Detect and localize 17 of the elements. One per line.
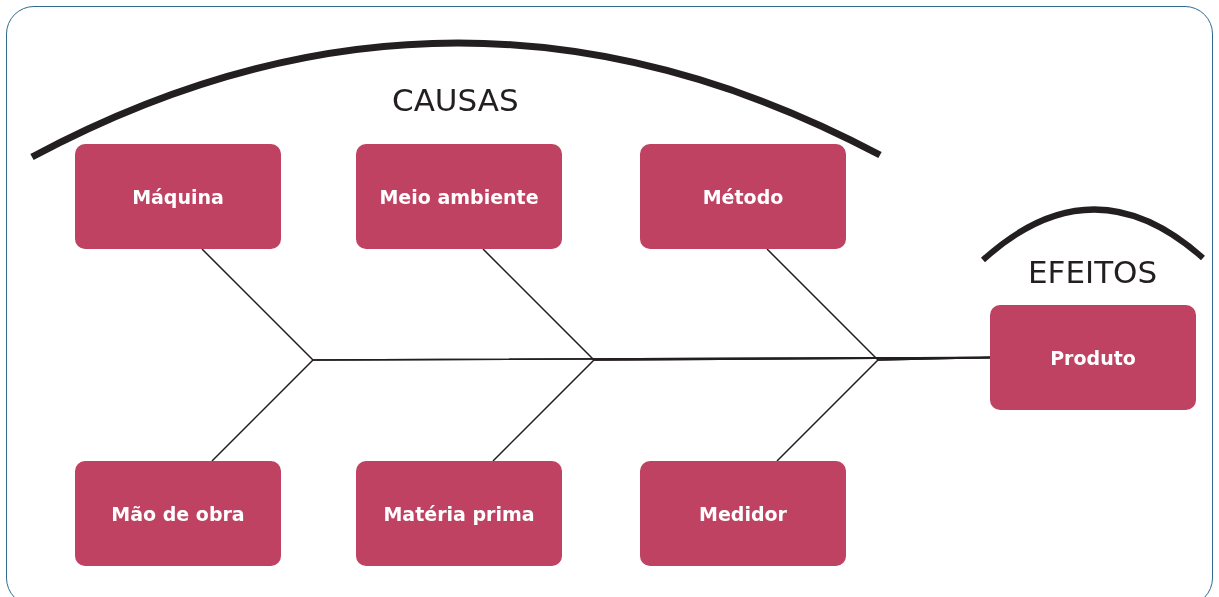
box-label: Meio ambiente — [379, 185, 539, 208]
box-label: Método — [702, 185, 784, 208]
box-label: Produto — [1050, 346, 1136, 369]
box-label: Matéria prima — [383, 502, 535, 525]
cause-box — [75, 144, 281, 249]
cause-box — [640, 144, 846, 249]
box-label: Medidor — [699, 502, 787, 525]
box-label: Mão de obra — [111, 502, 245, 525]
heading: EFEITOS — [1028, 254, 1158, 290]
effect-box — [990, 305, 1196, 410]
cause-box — [640, 461, 846, 566]
cause-box — [356, 144, 562, 249]
box-label: Máquina — [132, 185, 224, 208]
cause-box — [75, 461, 281, 566]
cause-box — [356, 461, 562, 566]
heading: CAUSAS — [392, 82, 519, 118]
connector-line — [776, 356, 991, 462]
